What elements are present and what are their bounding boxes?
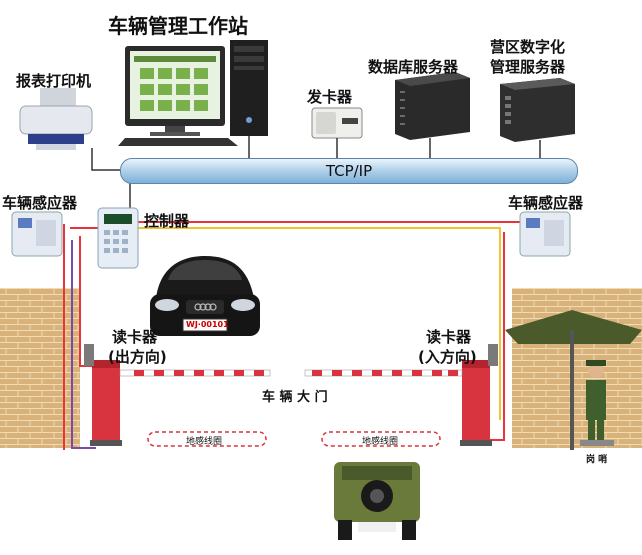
controller-label: 控制器 <box>144 212 190 230</box>
card-issuer-icon <box>311 107 363 139</box>
network-label: TCP/IP <box>325 162 373 180</box>
sensor-left-label: 车辆感应器 <box>2 194 78 212</box>
gate-label: 车 辆 大 门 <box>262 390 328 405</box>
barrier-left-icon <box>84 344 122 446</box>
tcpip-network-bus: TCP/IP <box>120 158 578 184</box>
controller-icon <box>97 207 139 269</box>
reader-left-label-line2: (出方向) <box>108 348 167 366</box>
left-brick-wall <box>0 288 80 448</box>
guard-post-label: 岗 哨 <box>586 455 608 465</box>
printer-icon <box>19 88 93 150</box>
ground-loop-left <box>147 431 267 447</box>
reader-right-label-line1: 读卡器 <box>426 328 472 346</box>
camp-server-label-line2: 管理服务器 <box>490 58 566 76</box>
guard-umbrella-icon <box>505 310 642 450</box>
barrier-right-icon <box>460 344 498 446</box>
reader-left-label-line1: 读卡器 <box>112 328 158 346</box>
db-server-label: 数据库服务器 <box>368 58 459 76</box>
barrier-arm-right <box>304 369 463 377</box>
license-plate: WJ·00101 <box>186 320 229 329</box>
barrier-arm-left <box>119 369 271 377</box>
database-server-icon <box>395 72 470 140</box>
network-links <box>91 136 541 210</box>
printer-label: 报表打印机 <box>16 72 92 90</box>
military-vehicle-icon <box>334 462 420 540</box>
workstation-monitor-icon <box>118 46 238 146</box>
sensor-right-label: 车辆感应器 <box>508 194 584 212</box>
guard-soldier-icon <box>580 360 614 446</box>
card-issuer-label: 发卡器 <box>307 88 353 106</box>
reader-right-label-line2: (入方向) <box>418 348 477 366</box>
computer-tower-icon <box>230 40 268 136</box>
camp-server-label-line1: 营区数字化 <box>490 38 566 56</box>
ground-loop-right <box>321 431 441 447</box>
sedan-car-icon <box>150 256 260 336</box>
loop-left-label: 地感线圈 <box>186 437 223 447</box>
workstation-title: 车辆管理工作站 <box>108 14 248 38</box>
vehicle-sensor-right-icon <box>519 211 571 257</box>
camp-server-icon <box>500 78 575 142</box>
loop-right-label: 地感线圈 <box>362 437 399 447</box>
vehicle-sensor-left-icon <box>11 211 63 257</box>
